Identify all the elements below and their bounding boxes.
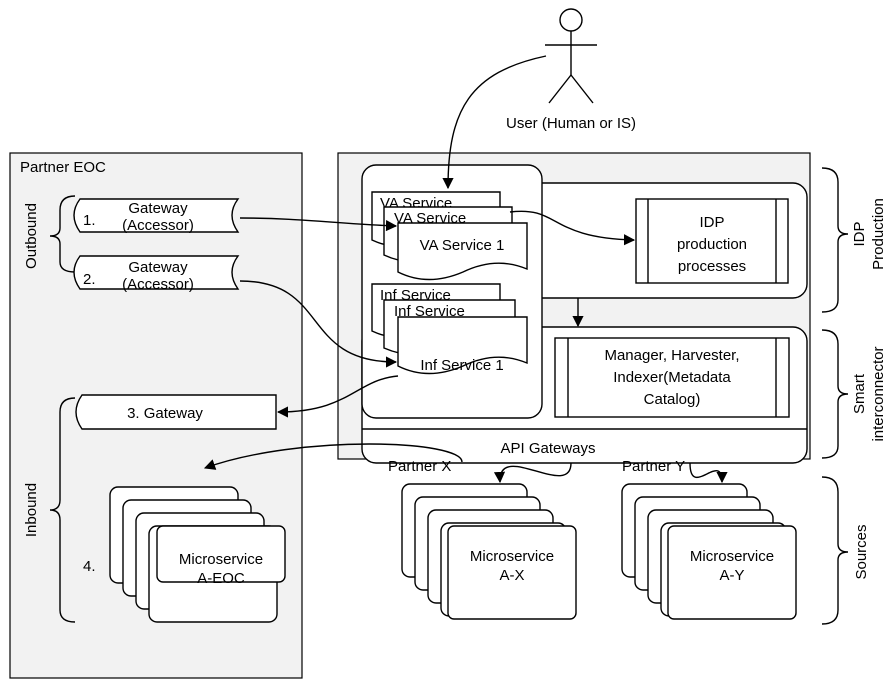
user-actor: [545, 8, 597, 104]
metadata-line1: Manager, Harvester,: [604, 347, 739, 364]
idp-line2: production: [677, 236, 747, 253]
microservice-y-line1: Microservice: [690, 548, 774, 565]
microservice-y-stack: [621, 483, 797, 620]
idp-line1: IDP: [699, 214, 724, 231]
idp-processes-box: [635, 198, 789, 284]
inf-service-1: [397, 316, 528, 375]
partner-y-title: Partner Y: [622, 458, 685, 475]
partner-x-title: Partner X: [388, 458, 451, 475]
smart-side-label-1: Smart: [851, 373, 868, 414]
microservice-x-line2: A-X: [499, 567, 524, 584]
microservice-eoc-number: 4.: [83, 558, 96, 575]
inbound-label: Inbound: [23, 483, 40, 537]
inf-service-stack: Inf Service Inf Service: [371, 283, 528, 375]
microservice-y-front: [667, 525, 797, 620]
microservice-eoc-line1: Microservice: [179, 551, 263, 568]
arrow-user-to-va: [442, 55, 547, 190]
arrow-inf-to-gw3: [276, 375, 399, 418]
microservice-y-line2: A-Y: [719, 567, 744, 584]
gateway-1: [73, 198, 240, 233]
va-service-1-label: VA Service 1: [420, 237, 505, 254]
sources-side-label: Sources: [853, 524, 870, 579]
api-gateways-label: API Gateways: [500, 440, 595, 457]
gateway-1-line2: (Accessor): [122, 217, 194, 234]
metadata-catalog-box: [554, 337, 790, 418]
outbound-brace: [49, 195, 76, 273]
gateway-2: [73, 255, 240, 290]
microservice-x-front: [447, 525, 577, 620]
connectors: [203, 55, 728, 484]
microservice-eoc-front: [156, 525, 286, 583]
arrow-gw2-to-inf: [239, 280, 398, 368]
gateway-1-number: 1.: [83, 212, 96, 229]
svg-text:Inf Service: Inf Service: [394, 303, 465, 320]
arrow-api-to-y: [689, 462, 728, 484]
gateway-2-number: 2.: [83, 271, 96, 288]
microservice-x-line1: Microservice: [470, 548, 554, 565]
metadata-line2: Indexer(Metadata: [613, 369, 731, 386]
sources-brace: [821, 476, 849, 625]
gateway-2-line2: (Accessor): [122, 276, 194, 293]
smart-side-label-2: interconnector: [870, 346, 887, 441]
va-service-stack: VA Service VA Service: [371, 191, 528, 281]
microservice-eoc-stack: [109, 486, 286, 623]
gateway-1-line1: Gateway: [128, 200, 188, 217]
arrow-va-to-idp: [509, 210, 636, 246]
arrow-api-to-eoc: [203, 443, 463, 470]
arrow-api-to-x: [493, 462, 572, 484]
microservice-x-stack: [401, 483, 577, 620]
outbound-label: Outbound: [23, 203, 40, 269]
inf-service-1-label: Inf Service 1: [420, 357, 503, 374]
idp-line3: processes: [678, 258, 746, 275]
idp-side-label-2: Production: [870, 198, 887, 270]
idp-production-brace: [821, 167, 849, 313]
microservice-eoc-line2: A-EOC: [197, 570, 245, 587]
arrow-gw1-to-va: [239, 217, 398, 232]
inbound-brace: [49, 397, 76, 623]
smart-interconnector-brace: [821, 329, 849, 459]
user-label: User (Human or IS): [506, 115, 636, 132]
gateway-3-label: 3. Gateway: [127, 405, 203, 422]
gateway-2-line1: Gateway: [128, 259, 188, 276]
gateway-3: [75, 394, 277, 430]
metadata-line3: Catalog): [644, 391, 701, 408]
partner-eoc-title: Partner EOC: [20, 159, 106, 176]
va-service-1: [397, 222, 528, 281]
idp-side-label-1: IDP: [851, 221, 868, 246]
